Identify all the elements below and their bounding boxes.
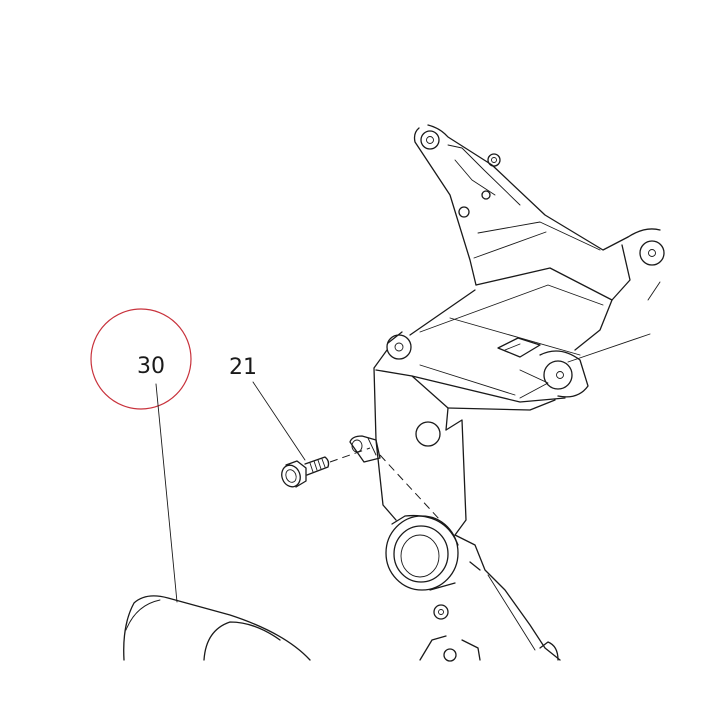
highlight-circle (90, 308, 192, 410)
callout-30-label: 30 (137, 354, 165, 379)
callout-30[interactable]: 30 (90, 308, 192, 603)
bolt-part (281, 447, 371, 488)
callout-30-leader (155, 383, 178, 603)
callout-21-leader (252, 381, 306, 461)
callout-21-label: 21 (229, 355, 257, 380)
muffler-part (123, 595, 311, 661)
callout-21[interactable]: 21 (229, 355, 306, 461)
frame-bracket (349, 124, 665, 662)
